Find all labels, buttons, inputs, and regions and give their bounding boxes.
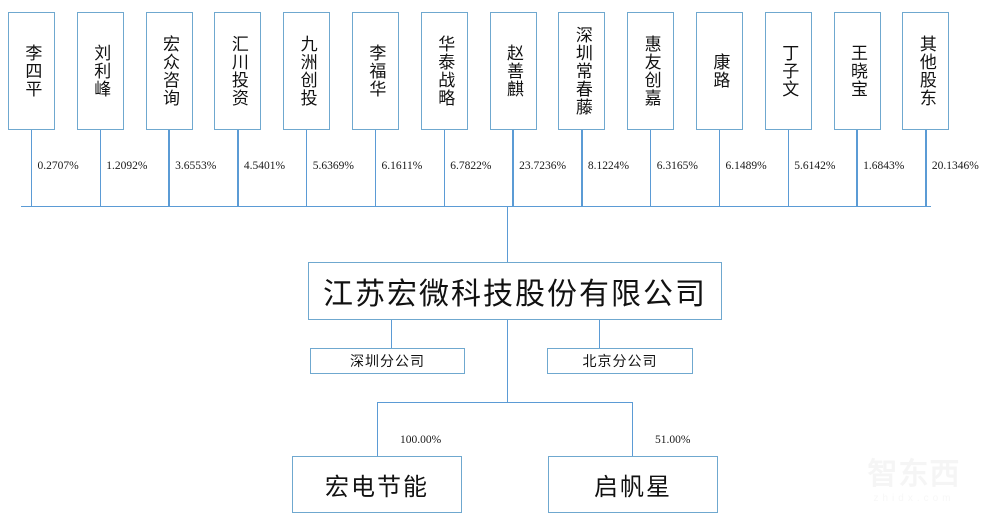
shareholder-name-5: 李福华 (366, 44, 386, 98)
subsidiary-name-qifanxing: 启帆星 (594, 475, 672, 501)
shareholder-stem-9 (650, 130, 652, 206)
shareholder-box-4[interactable]: 九洲创投 (283, 12, 331, 130)
shareholder-name-8: 深圳常春藤 (572, 26, 592, 116)
shareholder-stem-1 (99, 130, 101, 206)
shareholder-percent-4: 5.6369% (312, 160, 354, 172)
company-name: 江苏宏微科技股份有限公司 (323, 278, 707, 311)
shareholder-name-4: 九洲创投 (297, 35, 317, 107)
shareholder-box-3[interactable]: 汇川投资 (214, 12, 262, 130)
shareholder-name-12: 王晓宝 (848, 44, 868, 98)
watermark-logo: 智东西 (867, 458, 961, 491)
shareholder-percent-12: 1.6843% (863, 160, 905, 172)
shareholder-stem-2 (168, 130, 170, 206)
watermark: 智东西 zhidx.com (844, 457, 984, 517)
subsidiary-name-hongdian: 宏电节能 (325, 475, 429, 501)
company-drop-line (507, 206, 509, 263)
shareholder-bus-line (21, 206, 931, 208)
shareholder-name-10: 康路 (710, 53, 730, 89)
subsidiary-bus-line (377, 402, 633, 404)
subsidiary-right-stem (632, 402, 634, 456)
shareholder-percent-2: 3.6553% (175, 160, 217, 172)
branch-beijing-stem (599, 320, 601, 348)
shareholder-percent-13: 20.1346% (931, 160, 979, 172)
shareholder-name-9: 惠友创嘉 (641, 35, 661, 107)
subsidiary-percent-qifanxing: 51.00% (655, 434, 691, 446)
shareholder-name-13: 其他股东 (916, 35, 936, 107)
branch-label-shenzhen: 深圳分公司 (350, 355, 425, 370)
shareholder-box-0[interactable]: 李四平 (8, 12, 55, 130)
shareholder-stem-7 (512, 130, 514, 206)
shareholder-box-6[interactable]: 华泰战略 (420, 12, 468, 130)
company-box[interactable]: 江苏宏微科技股份有限公司 (308, 262, 722, 320)
shareholder-stem-4 (306, 130, 308, 206)
shareholder-box-9[interactable]: 惠友创嘉 (627, 12, 675, 130)
shareholder-percent-1: 1.2092% (106, 160, 148, 172)
branch-label-beijing: 北京分公司 (582, 355, 658, 370)
shareholder-percent-6: 6.7822% (450, 160, 492, 172)
shareholder-percent-8: 8.1224% (587, 160, 630, 172)
shareholder-stem-11 (787, 130, 789, 206)
shareholder-stem-8 (581, 130, 583, 206)
shareholder-box-5[interactable]: 李福华 (352, 12, 399, 130)
shareholder-name-2: 宏众咨询 (160, 35, 180, 107)
shareholder-box-7[interactable]: 赵善麒 (489, 12, 537, 130)
shareholder-box-12[interactable]: 王晓宝 (833, 12, 881, 130)
subsidiary-box-hongdian[interactable]: 宏电节能 (292, 456, 462, 513)
shareholder-percent-7: 23.7236% (519, 160, 567, 172)
branch-shenzhen-stem (391, 320, 393, 348)
shareholder-name-0: 李四平 (22, 44, 42, 98)
branch-box-shenzhen[interactable]: 深圳分公司 (310, 348, 465, 374)
shareholder-percent-10: 6.1489% (725, 160, 767, 172)
shareholder-name-6: 华泰战略 (435, 35, 455, 107)
shareholder-stem-5 (374, 130, 377, 206)
shareholder-box-10[interactable]: 康路 (696, 12, 743, 130)
shareholder-percent-9: 6.3165% (656, 160, 698, 172)
shareholder-percent-0: 0.2707% (37, 160, 79, 172)
subsidiary-trunk-line (507, 320, 509, 402)
shareholder-name-11: 丁子文 (779, 44, 799, 98)
shareholder-percent-3: 4.5401% (243, 160, 286, 172)
shareholder-stem-12 (856, 130, 858, 206)
shareholder-percent-11: 5.6142% (794, 160, 836, 172)
watermark-sub: zhidx.com (873, 493, 955, 504)
shareholder-box-8[interactable]: 深圳常春藤 (558, 12, 606, 130)
subsidiary-percent-hongdian: 100.00% (400, 434, 442, 446)
shareholder-stem-3 (237, 130, 239, 206)
shareholder-stem-0 (30, 130, 33, 206)
shareholder-name-3: 汇川投资 (228, 35, 248, 107)
shareholder-percent-5: 6.1611% (381, 160, 423, 172)
branch-box-beijing[interactable]: 北京分公司 (547, 348, 693, 374)
shareholder-stem-13 (925, 130, 927, 206)
shareholder-name-7: 赵善麒 (504, 44, 524, 98)
shareholder-box-1[interactable]: 刘利峰 (76, 12, 124, 130)
shareholder-box-11[interactable]: 丁子文 (764, 12, 812, 130)
subsidiary-box-qifanxing[interactable]: 启帆星 (548, 456, 718, 513)
shareholder-box-2[interactable]: 宏众咨询 (145, 12, 193, 130)
subsidiary-left-stem (377, 402, 379, 456)
shareholder-box-13[interactable]: 其他股东 (902, 12, 950, 130)
shareholder-stem-6 (443, 130, 445, 206)
shareholder-stem-10 (718, 130, 721, 206)
shareholder-name-1: 刘利峰 (91, 44, 111, 98)
